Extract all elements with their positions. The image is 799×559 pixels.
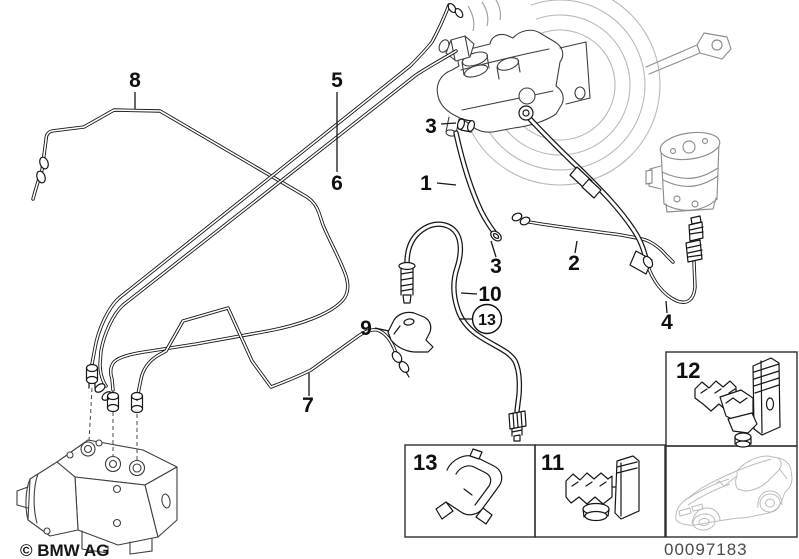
pipe2-end-fitting bbox=[511, 212, 531, 226]
callout-7-label: 7 bbox=[302, 394, 314, 417]
callout-5-label: 5 bbox=[331, 69, 343, 92]
car-thumbnail bbox=[675, 455, 793, 531]
pipe7-end-fitting bbox=[391, 350, 410, 378]
callout-9-label: 9 bbox=[360, 317, 372, 340]
hose1-end-ring-3-lower bbox=[490, 230, 502, 242]
pipe-top-connector bbox=[447, 2, 464, 19]
callout-4-label: 4 bbox=[661, 311, 673, 334]
callout-13-circle bbox=[471, 303, 503, 335]
hose2-union-nut bbox=[629, 250, 654, 275]
assembly-dashed-leaders bbox=[88, 387, 138, 460]
hose-bracket-9 bbox=[387, 311, 434, 353]
callout-7: 7 bbox=[302, 373, 314, 417]
callout-5-6: 5 6 bbox=[331, 69, 343, 195]
hose10-bottom-ferrule bbox=[508, 410, 527, 442]
callout-3-upper-leader bbox=[440, 122, 457, 125]
brake-pipe-2 bbox=[527, 220, 675, 264]
callout-10-leader bbox=[460, 292, 478, 295]
clevis-hole bbox=[711, 39, 723, 51]
inset-box-car bbox=[665, 445, 798, 538]
brake-hose-1 bbox=[456, 133, 494, 232]
callout-2-label: 2 bbox=[568, 252, 580, 275]
callout-3-lower: 3 bbox=[490, 240, 502, 278]
brake-pipe-7 bbox=[135, 306, 400, 401]
pipe-4-loop bbox=[645, 260, 697, 304]
abs-hydro-unit bbox=[16, 439, 178, 555]
precharge-pump bbox=[645, 131, 721, 213]
abs-inlet-fittings bbox=[85, 363, 144, 414]
callout-3-upper: 3 bbox=[425, 115, 457, 138]
pipe8-union-fitting bbox=[36, 156, 49, 184]
image-number: 00097183 bbox=[664, 540, 748, 559]
pipe-clamp-part-11 bbox=[565, 455, 640, 522]
callout-4: 4 bbox=[661, 300, 673, 334]
brake-pipe-5 bbox=[90, 3, 451, 366]
inset-box-11-label: 11 bbox=[541, 450, 564, 475]
car-grille bbox=[678, 507, 692, 517]
callout-9: 9 bbox=[360, 317, 390, 340]
abs-ports bbox=[66, 439, 146, 477]
callout-3-lower-label: 3 bbox=[490, 255, 502, 278]
grommet-3-upper bbox=[456, 118, 476, 133]
callout-3-lower-leader bbox=[490, 240, 497, 258]
car-headlight bbox=[691, 503, 704, 512]
callout-9-leader bbox=[374, 327, 390, 332]
hose2-ferrule bbox=[569, 166, 602, 199]
callout-8: 8 bbox=[129, 69, 141, 109]
callout-6-label: 6 bbox=[331, 172, 343, 195]
master-cylinder bbox=[436, 29, 591, 137]
callout-4-leader bbox=[665, 300, 668, 314]
callout-2-leader bbox=[574, 240, 578, 254]
hose10-top-fitting bbox=[398, 261, 416, 304]
callout-10-label: 10 bbox=[478, 283, 501, 306]
mount-plate bbox=[559, 41, 591, 105]
inset-box-13-label: 13 bbox=[413, 450, 437, 475]
callout-10: 10 bbox=[460, 283, 502, 306]
banjo-bolt-hose2 bbox=[518, 105, 534, 121]
booster-pushrod bbox=[645, 32, 732, 75]
callout-13-circled-label: 13 bbox=[478, 312, 496, 329]
pipe-clamp-part-12 bbox=[694, 357, 781, 448]
callout-1: 1 bbox=[420, 172, 457, 195]
callout-1-label: 1 bbox=[420, 172, 432, 195]
spring-bracket-part-13 bbox=[435, 448, 503, 525]
inset-box-12-label: 12 bbox=[676, 358, 700, 383]
callout-13-circled: 13 bbox=[459, 303, 503, 335]
bmw-watermark: © BMW AG bbox=[20, 541, 109, 559]
inset-box-11 bbox=[534, 444, 666, 538]
callout-3-upper-label: 3 bbox=[425, 115, 437, 138]
callout-8-label: 8 bbox=[129, 69, 141, 92]
callout-1-leader bbox=[436, 182, 457, 186]
booster-hatch-marks bbox=[467, 0, 502, 32]
callout-2: 2 bbox=[568, 240, 580, 275]
car-mirror bbox=[715, 480, 725, 487]
fitting-stack-4 bbox=[685, 215, 704, 263]
